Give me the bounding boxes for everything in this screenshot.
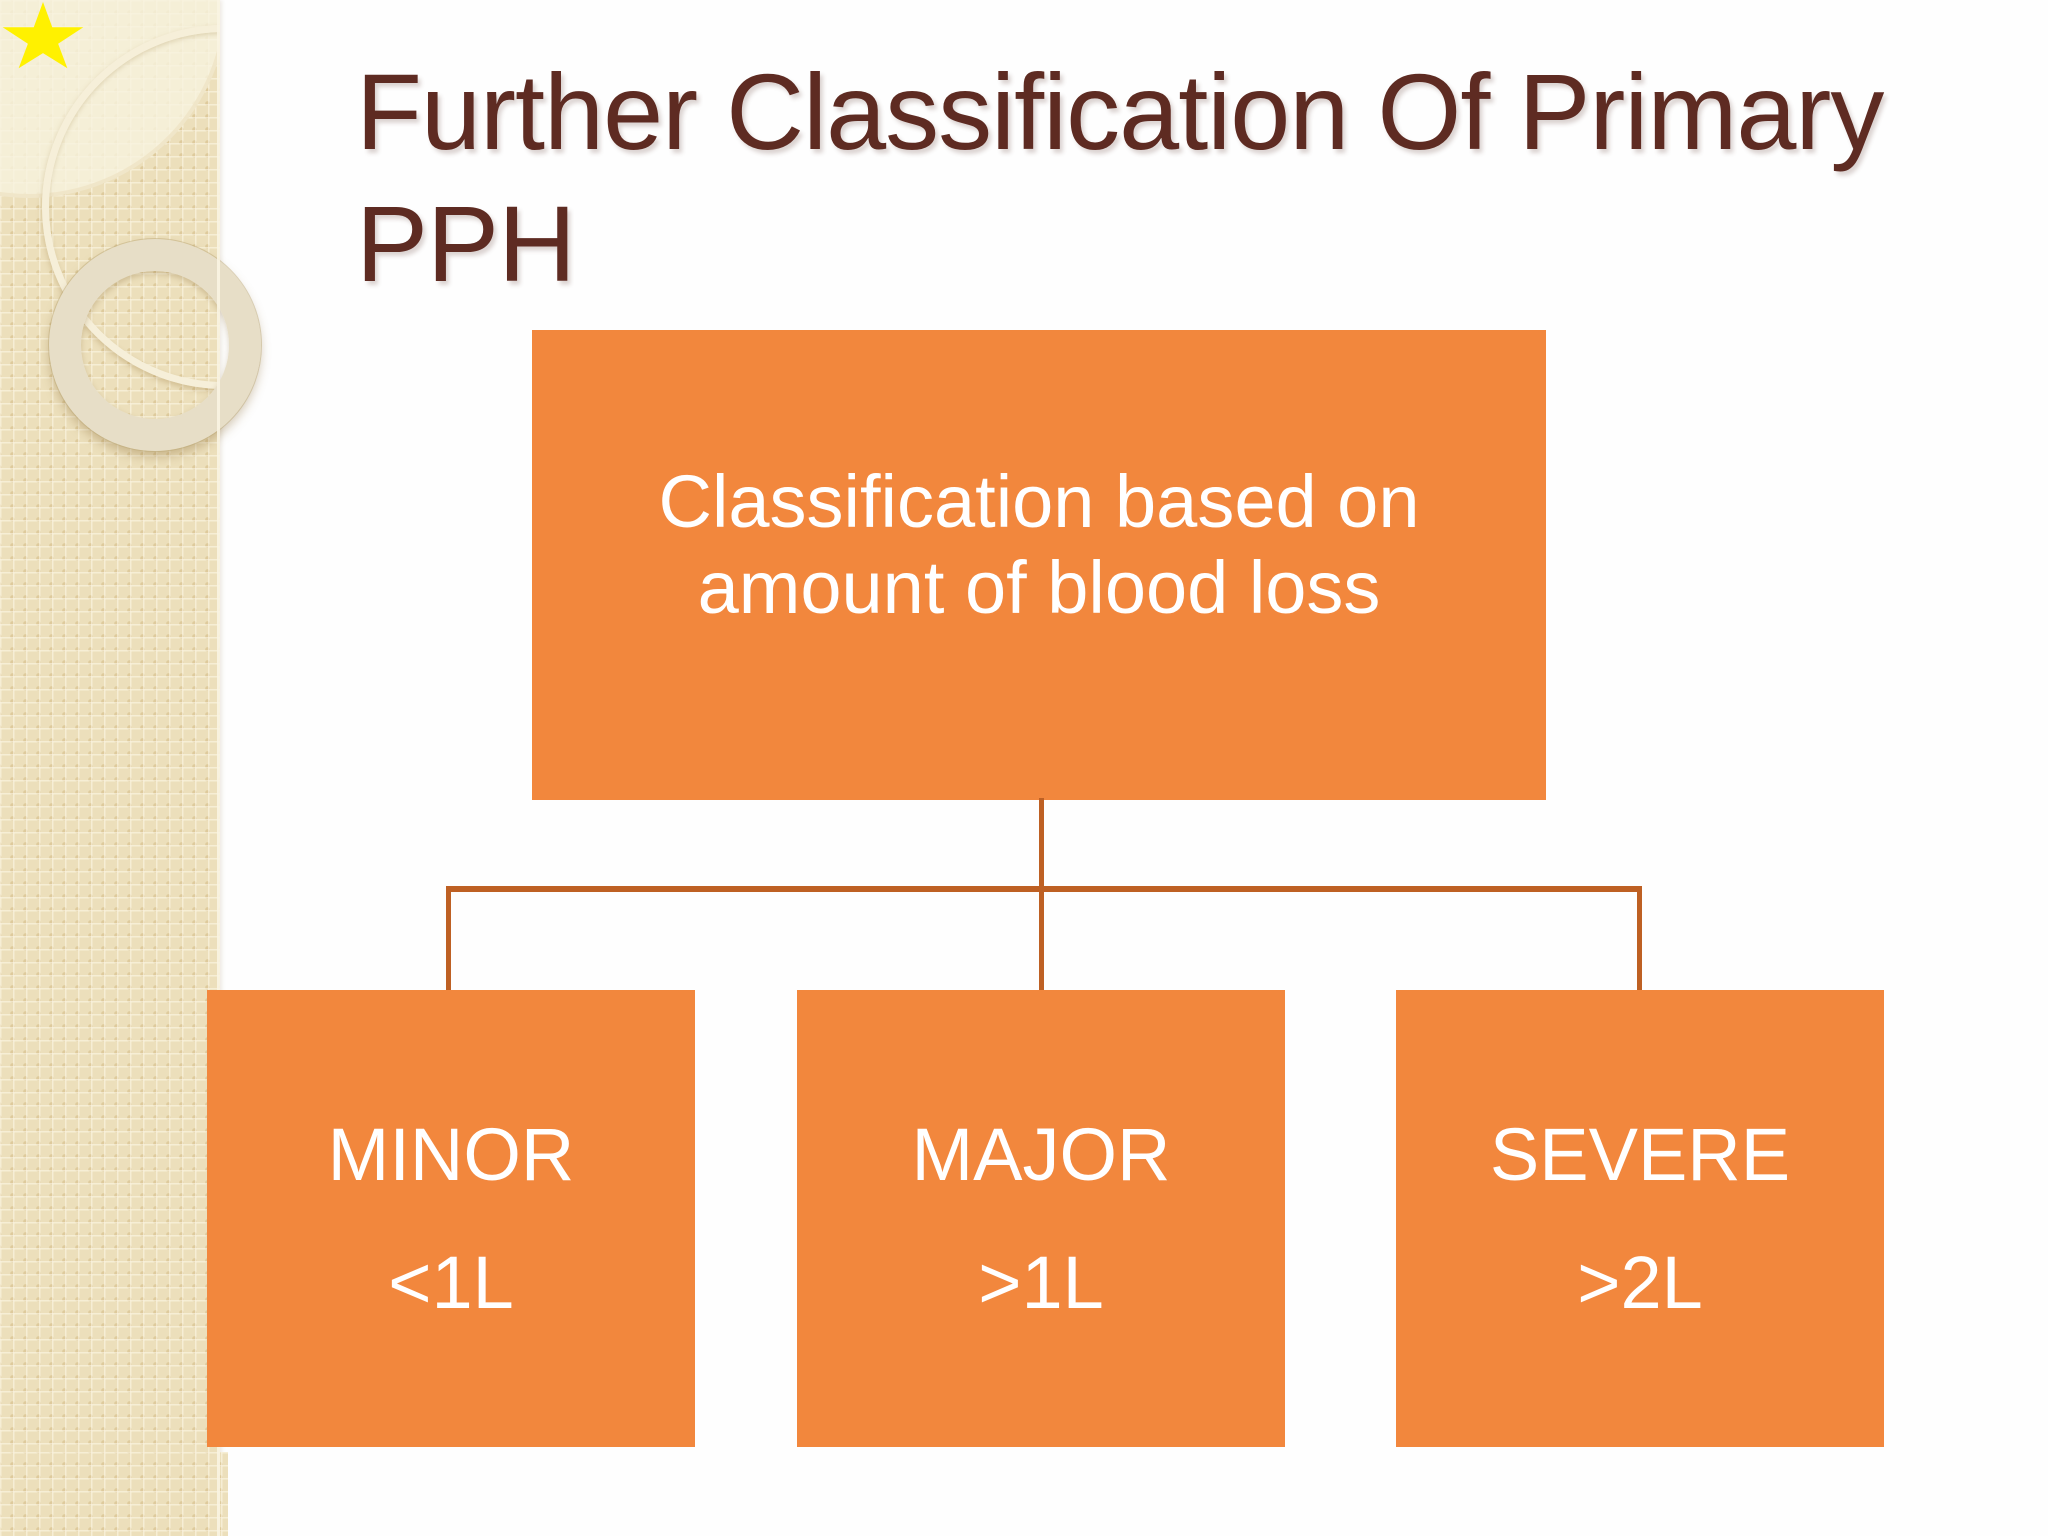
child-node-label: SEVERE <box>1489 1113 1791 1197</box>
root-node-text-line2: amount of blood loss <box>697 546 1381 629</box>
connector-right-vertical <box>1637 886 1642 992</box>
child-node-label: MINOR <box>327 1113 575 1197</box>
child-node-value: <1L <box>388 1240 514 1324</box>
connector-left-vertical <box>446 886 451 992</box>
page-title: Further Classification Of Primary PPH <box>356 46 2016 310</box>
sidebar-foot-decoration <box>0 1452 228 1536</box>
child-node-value: >1L <box>978 1240 1104 1324</box>
page-title-line2: PPH <box>356 182 576 304</box>
connector-root-vertical <box>1039 798 1044 890</box>
child-node-label: MAJOR <box>911 1113 1171 1197</box>
thick-ring-decoration <box>48 238 262 452</box>
child-node-minor: MINOR <1L <box>207 990 695 1447</box>
sidebar-edge-highlight <box>217 0 220 1536</box>
page-title-line1: Further Classification Of Primary <box>356 51 1884 172</box>
child-node-value: >2L <box>1577 1240 1703 1324</box>
sidebar-decoration <box>0 0 220 1536</box>
root-node-text-line1: Classification based on <box>658 460 1420 544</box>
child-node-severe: SEVERE >2L <box>1396 990 1884 1447</box>
child-node-major: MAJOR >1L <box>797 990 1285 1447</box>
root-node-classification: Classification based on amount of blood … <box>532 330 1546 800</box>
connector-horizontal <box>446 886 1642 892</box>
connector-middle-vertical <box>1039 886 1044 992</box>
